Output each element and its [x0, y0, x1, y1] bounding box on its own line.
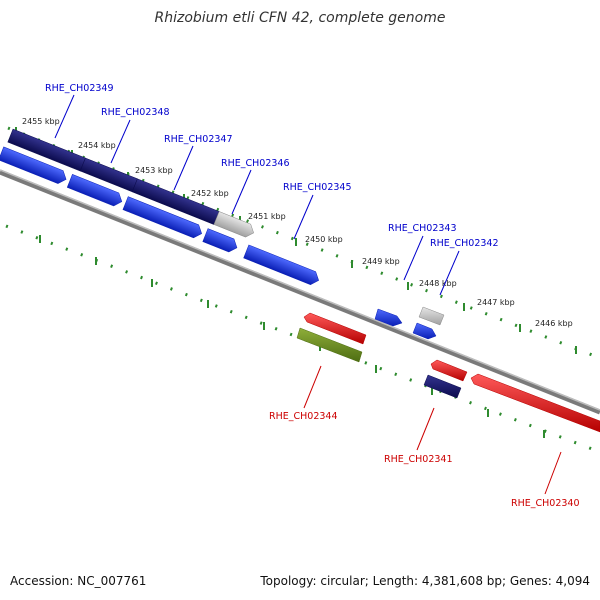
ruler-tick-label: 2453 kbp [135, 166, 173, 175]
gene-arrow-plus[interactable] [0, 146, 69, 186]
ruler-tick-label: 2447 kbp [477, 298, 515, 307]
gene-arrow-minus-olive[interactable] [296, 327, 363, 363]
gene-arrow-plus[interactable] [122, 196, 204, 240]
gene-label-rhe-ch02341[interactable]: RHE_CH02341 [384, 454, 453, 465]
label-leader-line [416, 407, 435, 451]
label-leader-line [173, 145, 194, 191]
ruler-tick-label: 2449 kbp [362, 257, 400, 266]
ruler-tick-label: 2452 kbp [191, 189, 229, 198]
gene-block-rhe-ch02341[interactable] [430, 359, 468, 382]
label-leader-line [54, 94, 75, 139]
genome-backbone [0, 169, 600, 415]
label-leader-line [439, 250, 460, 296]
genome-backbone-highlight [0, 169, 600, 411]
inner-tick-marks [39, 235, 545, 438]
gene-label-rhe-ch02348[interactable]: RHE_CH02348 [101, 107, 170, 118]
gene-label-rhe-ch02346[interactable]: RHE_CH02346 [221, 158, 290, 169]
ruler-tick-label: 2451 kbp [248, 212, 286, 221]
gene-label-rhe-ch02340[interactable]: RHE_CH02340 [511, 498, 580, 509]
label-leader-line [544, 451, 562, 495]
gene-block-rhe-ch02345[interactable] [243, 244, 322, 287]
ruler-tick-label: 2450 kbp [305, 235, 343, 244]
minus-strand-dotted-guide [5, 224, 600, 454]
gene-arrow-plus[interactable] [202, 228, 240, 255]
gene-label-rhe-ch02349[interactable]: RHE_CH02349 [45, 83, 114, 94]
label-leader-line [293, 194, 314, 240]
ruler-tick-label: 2446 kbp [535, 319, 573, 328]
ruler-tick-label: 2448 kbp [419, 279, 457, 288]
gene-label-rhe-ch02344[interactable]: RHE_CH02344 [269, 411, 338, 422]
gene-label-rhe-ch02347[interactable]: RHE_CH02347 [164, 134, 233, 145]
ruler-tick-label: 2455 kbp [22, 117, 60, 126]
gene-label-rhe-ch02345[interactable]: RHE_CH02345 [283, 182, 352, 193]
gene-label-rhe-ch02343[interactable]: RHE_CH02343 [388, 223, 457, 234]
gene-arrow-plus[interactable] [412, 322, 437, 340]
label-leader-line [403, 235, 424, 281]
label-leader-line [231, 169, 252, 215]
plus-strand-dotted-guide [7, 126, 600, 360]
gene-block-rhe-ch02346[interactable] [213, 211, 256, 240]
gene-arrow-minus-navy[interactable] [423, 374, 462, 399]
gene-block-rhe-ch02343[interactable] [374, 308, 403, 327]
genome-title: Rhizobium etli CFN 42, complete genome [154, 10, 446, 26]
gene-label-rhe-ch02342[interactable]: RHE_CH02342 [430, 238, 499, 249]
gene-block-rhe-ch02342[interactable] [418, 306, 445, 326]
ruler-tick-label: 2454 kbp [78, 141, 116, 150]
label-leader-line [303, 365, 322, 409]
accession-text: Accession: NC_007761 [10, 574, 147, 588]
label-leader-line [110, 119, 131, 164]
gene-arrow-plus[interactable] [66, 174, 124, 208]
genome-summary-text: Topology: circular; Length: 4,381,608 bp… [260, 574, 590, 588]
gene-block-rhe-ch02340[interactable] [470, 373, 600, 433]
gene-block-rhe-ch02344[interactable] [303, 312, 367, 345]
